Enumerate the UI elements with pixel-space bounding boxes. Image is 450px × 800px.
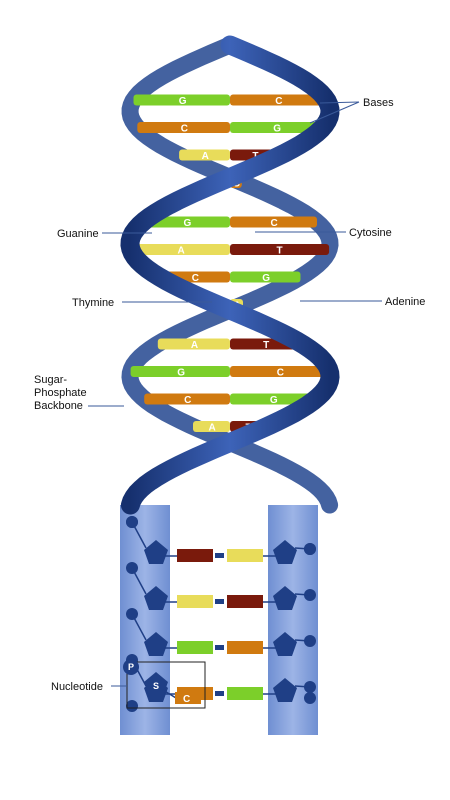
label-adenine: Adenine bbox=[385, 296, 425, 308]
base-c bbox=[137, 122, 230, 133]
hydrogen-bond bbox=[215, 691, 224, 696]
base-a bbox=[130, 244, 230, 255]
label-backbone-line2: Phosphate bbox=[34, 387, 87, 399]
label-bases: Bases bbox=[363, 97, 394, 109]
ladder-base-t bbox=[227, 595, 263, 608]
base-c bbox=[230, 366, 330, 377]
base-letter: G bbox=[262, 273, 270, 284]
base-letter: C bbox=[271, 218, 278, 229]
ladder-base-c bbox=[227, 641, 263, 654]
base-c bbox=[144, 393, 230, 405]
backbone-bond bbox=[131, 613, 147, 641]
base-letter: G bbox=[273, 124, 281, 135]
base-g bbox=[143, 216, 230, 228]
sugar-pentagon bbox=[144, 672, 168, 696]
backbone-bond bbox=[131, 567, 147, 595]
base-g bbox=[133, 94, 230, 106]
base-letter: A bbox=[191, 340, 198, 351]
base-a bbox=[179, 149, 230, 161]
ladder-base-g bbox=[177, 641, 213, 654]
phosphate-circle bbox=[123, 659, 139, 675]
base-c bbox=[230, 216, 317, 228]
leader-lines bbox=[88, 101, 382, 687]
hydrogen-bond bbox=[215, 599, 224, 604]
base-letter: C bbox=[192, 273, 199, 284]
label-thymine: Thymine bbox=[72, 297, 114, 309]
sugar-pentagon bbox=[273, 540, 297, 564]
base-a bbox=[193, 421, 230, 432]
sugar-pentagon bbox=[273, 586, 297, 610]
base-a bbox=[157, 338, 230, 350]
ladder-base-t bbox=[177, 549, 213, 562]
base-letter: T bbox=[263, 340, 269, 351]
label-cytosine: Cytosine bbox=[349, 227, 392, 239]
base-letter: A bbox=[202, 151, 209, 162]
base-letter: G bbox=[177, 368, 185, 379]
label-backbone-line3: Backbone bbox=[34, 400, 83, 412]
sugar-pentagon bbox=[273, 632, 297, 656]
base-t bbox=[230, 244, 330, 255]
sugar-pentagon bbox=[144, 632, 168, 656]
base-letter: G bbox=[270, 395, 278, 406]
backbone-bond bbox=[294, 593, 311, 596]
sugar-pentagon bbox=[144, 540, 168, 564]
base-letter: C bbox=[277, 368, 284, 379]
base-letter: C bbox=[275, 96, 282, 107]
hydrogen-bond bbox=[215, 553, 224, 558]
base-letter: C bbox=[184, 395, 191, 406]
nucleotide-box bbox=[126, 661, 206, 709]
label-guanine: Guanine bbox=[57, 228, 99, 240]
nucleotide-base bbox=[175, 692, 201, 704]
label-backbone-line1: Sugar- bbox=[34, 374, 67, 386]
backbone-bond bbox=[294, 685, 311, 688]
sugar-symbol: S bbox=[153, 681, 159, 691]
base-letter: G bbox=[184, 218, 192, 229]
phosphate-circle bbox=[304, 543, 316, 555]
sugar-pentagon bbox=[144, 586, 168, 610]
ladder-section bbox=[126, 516, 316, 712]
base-letter: A bbox=[209, 423, 216, 434]
ladder-base-a bbox=[227, 549, 263, 562]
hydrogen-bond bbox=[215, 645, 224, 650]
helix-front-strand bbox=[120, 35, 340, 515]
ladder-base-g bbox=[227, 687, 263, 700]
phosphate-circle bbox=[126, 516, 138, 528]
bases-leader-1 bbox=[319, 101, 360, 104]
sugar-pentagon bbox=[273, 678, 297, 702]
nucleotide-bond bbox=[162, 689, 177, 699]
base-g bbox=[230, 122, 323, 133]
base-letter: G bbox=[179, 96, 187, 107]
base-g bbox=[230, 271, 301, 283]
base-g bbox=[130, 366, 230, 377]
base-c bbox=[230, 94, 327, 106]
label-nucleotide: Nucleotide bbox=[51, 681, 103, 693]
phosphate-circle bbox=[126, 700, 138, 712]
base-letter: T bbox=[277, 246, 283, 257]
phosphate-symbol: P bbox=[128, 662, 134, 672]
base-letter: A bbox=[178, 246, 185, 257]
ladder-base-a bbox=[177, 595, 213, 608]
base-g bbox=[230, 393, 316, 405]
nucleotide-base-letter: C bbox=[183, 694, 190, 705]
backbone-bond bbox=[294, 639, 311, 642]
backbone-strand-front bbox=[120, 35, 340, 515]
base-letter: C bbox=[181, 124, 188, 135]
bases-leader-2 bbox=[309, 101, 360, 124]
phosphate-circle bbox=[304, 692, 316, 704]
